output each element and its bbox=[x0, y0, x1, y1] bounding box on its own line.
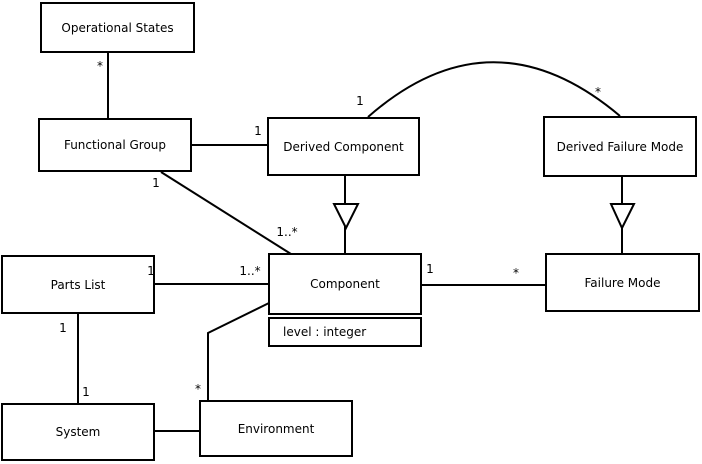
class-name-label: Derived Failure Mode bbox=[556, 139, 684, 154]
multiplicity-label: 1 bbox=[254, 124, 262, 138]
class-name-label: Environment bbox=[237, 421, 315, 436]
class-component-attribute-compartment[interactable]: level : integer bbox=[268, 317, 422, 347]
class-operational-states[interactable]: Operational States bbox=[40, 2, 195, 53]
multiplicity-label: * bbox=[195, 382, 201, 396]
class-functional-group[interactable]: Functional Group bbox=[38, 118, 192, 172]
class-name-label: Derived Component bbox=[283, 139, 404, 154]
multiplicity-label: 1 bbox=[356, 94, 364, 108]
class-environment[interactable]: Environment bbox=[199, 400, 353, 457]
multiplicity-label: 1..* bbox=[276, 225, 298, 239]
class-name-label: Component bbox=[310, 277, 380, 291]
edge-component-environment bbox=[207, 302, 270, 401]
edge-derived-component-derived-failure-mode-arc bbox=[367, 61, 621, 118]
multiplicity-label: * bbox=[513, 266, 519, 280]
class-name-label: Operational States bbox=[61, 20, 174, 35]
generalization-triangle-icon bbox=[609, 203, 636, 231]
multiplicity-label: * bbox=[97, 59, 103, 73]
class-name-label: Failure Mode bbox=[584, 275, 661, 290]
class-failure-mode[interactable]: Failure Mode bbox=[545, 253, 700, 312]
multiplicity-label: 1..* bbox=[239, 264, 261, 278]
class-parts-list[interactable]: Parts List bbox=[1, 255, 155, 314]
class-name-label: Parts List bbox=[50, 277, 106, 292]
class-derived-component[interactable]: Derived Component bbox=[267, 117, 420, 176]
attribute-label: level : integer bbox=[283, 325, 367, 339]
generalization-triangle-icon bbox=[332, 203, 360, 231]
multiplicity-label: 1 bbox=[152, 176, 160, 190]
edge-functional-group-component bbox=[160, 171, 292, 255]
class-system[interactable]: System bbox=[1, 403, 155, 461]
multiplicity-label: * bbox=[595, 85, 601, 99]
class-derived-failure-mode[interactable]: Derived Failure Mode bbox=[543, 116, 697, 177]
multiplicity-label: 1 bbox=[426, 262, 434, 276]
multiplicity-label: 1 bbox=[59, 321, 67, 335]
multiplicity-label: 1 bbox=[82, 385, 90, 399]
class-name-label: Functional Group bbox=[63, 138, 167, 152]
multiplicity-label: 1 bbox=[147, 264, 155, 278]
class-name-label: System bbox=[55, 425, 101, 439]
class-component[interactable]: Component bbox=[268, 253, 422, 315]
